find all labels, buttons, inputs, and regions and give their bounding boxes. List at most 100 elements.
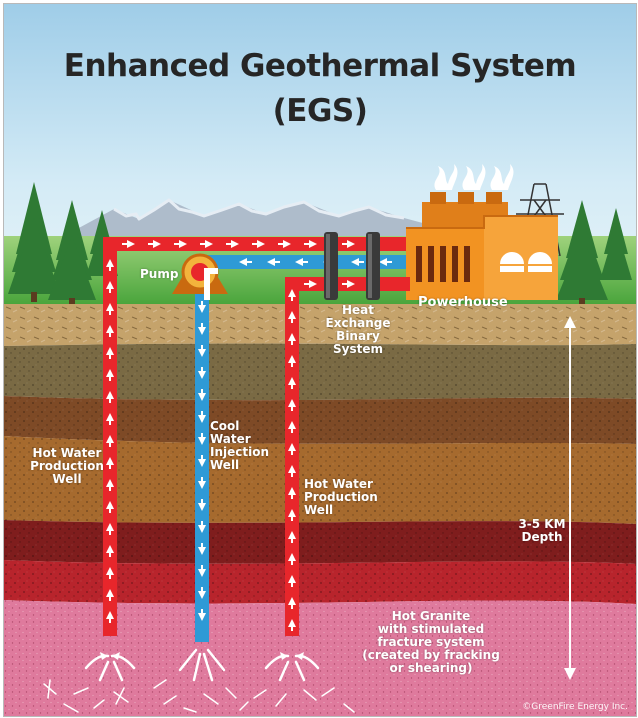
label-line: with stimulated [377, 622, 485, 636]
flow-arrow-up [106, 567, 114, 579]
flow-arrow-up [106, 281, 114, 293]
label-line: Hot Water [304, 477, 373, 491]
flow-arrow-left [379, 258, 392, 266]
flow-arrow-down [198, 565, 206, 577]
flow-arrow-down [198, 345, 206, 357]
flow-arrow-down [198, 543, 206, 555]
depth-label: 3-5 KM Depth [512, 518, 572, 544]
pump-label: Pump [140, 267, 179, 281]
flow-arrow-right [342, 280, 355, 288]
flow-arrow-up [106, 523, 114, 535]
earth-layers [4, 304, 636, 716]
flow-arrow-up [106, 259, 114, 271]
flow-arrow-down [198, 455, 206, 467]
heat-exchange-line: Exchange [325, 316, 391, 330]
label-line: Well [52, 472, 82, 486]
title-line-1: Enhanced Geothermal System [63, 48, 577, 84]
flow-arrow-up [106, 347, 114, 359]
fracture-marks [43, 679, 355, 713]
flow-arrow-down [198, 521, 206, 533]
flow-arrow-up [288, 487, 296, 499]
cool-water-injection-label: Cool Water Injection Well [210, 419, 270, 472]
flow-arrow-right [148, 240, 161, 248]
flow-arrow-up [106, 545, 114, 557]
flow-arrow-up [288, 377, 296, 389]
flow-arrow-up [106, 501, 114, 513]
flow-arrow-up [288, 443, 296, 455]
flow-arrow-up [288, 333, 296, 345]
hot-granite-label: Hot Granite with stimulated fracture sys… [356, 610, 506, 675]
flow-arrow-right [174, 240, 187, 248]
flow-arrow-up [288, 289, 296, 301]
flow-arrow-up [106, 457, 114, 469]
label-line: Water [210, 432, 251, 446]
label-line: Hot Water [32, 446, 102, 460]
flow-arrow-down [198, 367, 206, 379]
hot-water-production-right-label: Hot Water Production Well [304, 478, 386, 517]
heat-exchanger [324, 232, 380, 300]
flow-arrow-down [198, 389, 206, 401]
flow-arrow-up [106, 479, 114, 491]
flow-arrow-down [198, 301, 206, 313]
heat-exchange-line: Heat [341, 303, 374, 317]
depth-indicator [564, 316, 576, 680]
heat-exchange-line: Binary [336, 329, 380, 343]
label-line: Cool [210, 419, 240, 433]
label-line: or shearing) [389, 661, 473, 675]
mountain-range-icon [64, 198, 434, 244]
flow-arrow-up [288, 311, 296, 323]
title-line-2: (EGS) [272, 93, 368, 129]
label-line: Production [30, 459, 104, 473]
flow-arrow-left [295, 258, 308, 266]
hot-water-production-left-label: Hot Water Production Well [26, 447, 108, 486]
flow-arrow-down [198, 609, 206, 621]
flow-arrow-left [351, 258, 364, 266]
flow-arrow-up [106, 413, 114, 425]
flow-arrow-right [252, 240, 265, 248]
flow-arrow-down [198, 323, 206, 335]
flow-arrow-down [198, 499, 206, 511]
flow-arrow-right [226, 240, 239, 248]
fracture-arrowheads [100, 652, 304, 660]
label-line: Hot Granite [391, 609, 471, 623]
powerhouse-label: Powerhouse [418, 295, 508, 310]
flow-arrow-up [288, 597, 296, 609]
flow-arrow-right [304, 280, 317, 288]
flow-arrow-right [342, 240, 355, 248]
flow-arrows [106, 240, 392, 631]
flow-arrow-left [239, 258, 252, 266]
flow-arrow-right [200, 240, 213, 248]
label-line: fracture system [377, 635, 485, 649]
pine-tree-icon [8, 182, 632, 304]
label-line: Well [304, 503, 334, 517]
flow-arrow-up [106, 303, 114, 315]
flow-arrow-up [288, 553, 296, 565]
flow-arrow-up [288, 399, 296, 411]
flow-arrow-down [198, 411, 206, 423]
flow-arrow-right [122, 240, 135, 248]
flow-arrow-up [106, 435, 114, 447]
flow-arrow-up [288, 465, 296, 477]
flow-arrow-down [198, 433, 206, 445]
label-line: (created by fracking [362, 648, 500, 662]
flow-arrow-up [288, 421, 296, 433]
label-line: Injection [210, 445, 270, 459]
label-line: Production [304, 490, 378, 504]
credit-text: ©GreenFire Energy Inc. [522, 702, 628, 712]
heat-exchange-label: Heat Exchange Binary System [318, 304, 398, 356]
flow-arrow-down [198, 587, 206, 599]
flow-arrow-right [278, 240, 291, 248]
flow-arrow-up [288, 355, 296, 367]
diagram-frame: Enhanced Geothermal System (EGS) Pump He… [3, 3, 637, 717]
flow-arrow-down [198, 477, 206, 489]
label-line: 3-5 KM [518, 517, 566, 531]
flow-arrow-up [288, 531, 296, 543]
heat-exchange-line: System [333, 342, 383, 356]
flow-arrow-up [106, 611, 114, 623]
flow-arrow-up [288, 509, 296, 521]
powerhouse-building [406, 164, 558, 300]
flow-arrow-up [106, 391, 114, 403]
flow-arrow-up [106, 325, 114, 337]
pump-icon [172, 253, 228, 300]
flow-arrow-right [304, 240, 317, 248]
